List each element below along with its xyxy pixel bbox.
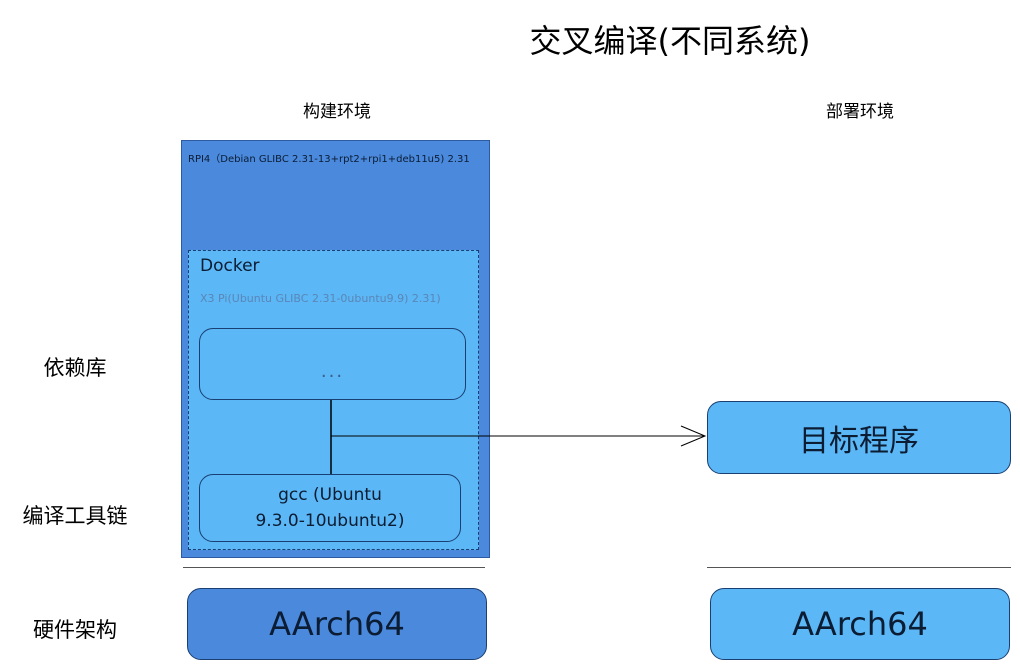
x3-pi-label: X3 Pi(Ubuntu GLIBC 2.31-0ubuntu9.9) 2.31…	[200, 292, 441, 305]
build-to-target-arrowhead	[680, 425, 707, 447]
row-label-deps: 依赖库	[43, 356, 107, 380]
build-divider	[183, 567, 485, 568]
diagram-title: 交叉编译(不同系统)	[529, 22, 811, 60]
deps-placeholder: ...	[320, 360, 345, 382]
row-label-toolchain: 编译工具链	[22, 504, 128, 528]
deps-box	[199, 328, 466, 400]
deploy-divider	[707, 567, 1011, 568]
gcc-toolchain-box: gcc (Ubuntu 9.3.0-10ubuntu2)	[199, 474, 461, 542]
deploy-env-heading: 部署环境	[826, 101, 894, 122]
gcc-line-2: 9.3.0-10ubuntu2)	[255, 511, 405, 531]
deploy-hardware-box: AArch64	[710, 588, 1010, 660]
rpi4-label: RPI4（Debian GLIBC 2.31-13+rpt2+rpi1+deb1…	[188, 154, 470, 165]
target-program-box: 目标程序	[707, 401, 1011, 474]
row-label-hardware: 硬件架构	[33, 618, 117, 642]
docker-label: Docker	[200, 256, 260, 276]
build-hardware-box: AArch64	[187, 588, 487, 660]
gcc-line-1: gcc (Ubuntu	[278, 485, 382, 505]
build-env-heading: 构建环境	[303, 101, 371, 122]
